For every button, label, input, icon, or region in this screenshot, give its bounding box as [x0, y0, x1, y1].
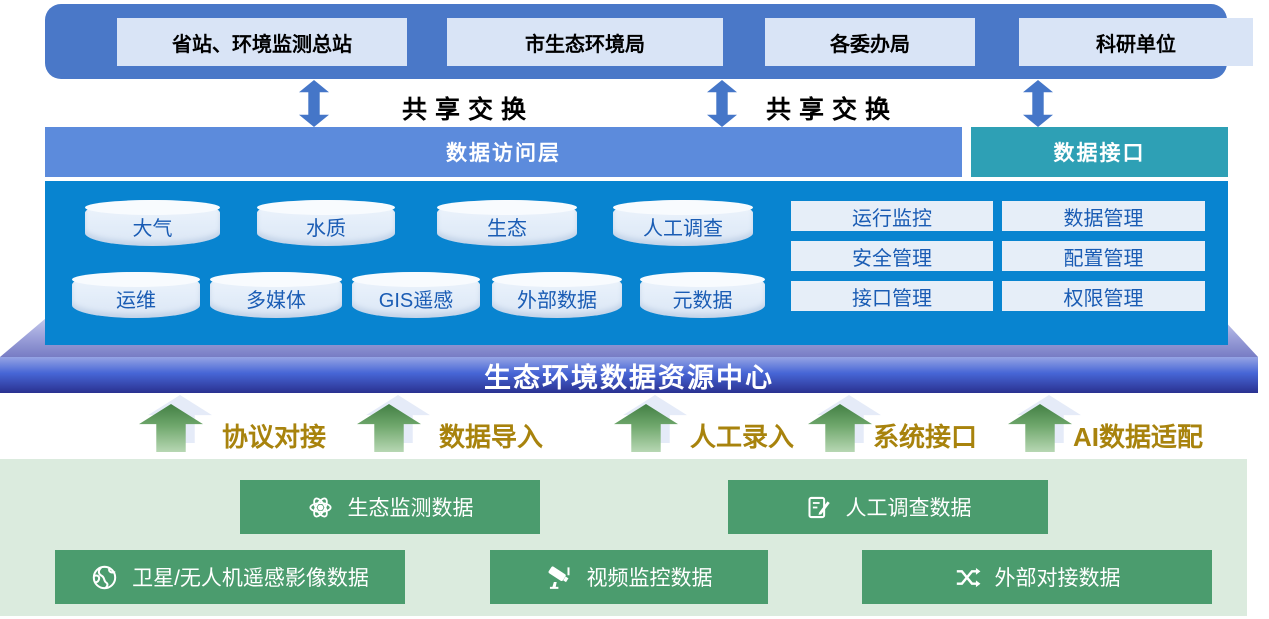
share-exchange-label: 共享交换 — [402, 96, 535, 124]
mgmt-box-interface: 接口管理 — [791, 281, 993, 311]
double-arrow-icon — [707, 80, 737, 127]
shuffle-icon — [956, 567, 980, 587]
database-label: 大气 — [132, 217, 173, 240]
mgmt-label: 权限管理 — [1063, 287, 1144, 310]
database-cylinder-gis: GIS遥感 — [352, 272, 480, 318]
mgmt-box-permission: 权限管理 — [1002, 281, 1205, 311]
data-interface-label: 数据接口 — [1053, 142, 1146, 165]
database-cylinder-ecology: 生态 — [437, 200, 577, 246]
database-label: 生态 — [487, 217, 527, 240]
database-cylinder-air: 大气 — [85, 200, 220, 246]
up-arrow-icon — [1008, 395, 1081, 452]
org-box-research-units: 科研单位 — [1019, 18, 1253, 66]
data-access-layer-label: 数据访问层 — [446, 142, 561, 165]
external-orgs-bar: 省站、环境监测总站 市生态环境局 各委办局 科研单位 — [45, 4, 1253, 79]
database-cylinder-multimedia: 多媒体 — [210, 272, 342, 318]
database-label: 元数据 — [672, 289, 733, 312]
channel-label-ai-adapt: AI数据适配 — [1073, 422, 1204, 452]
up-arrow-icon — [139, 395, 212, 452]
database-label: 多媒体 — [246, 289, 306, 312]
database-cylinder-water: 水质 — [257, 200, 395, 246]
source-label: 卫星/无人机遥感影像数据 — [132, 567, 369, 590]
database-label: 运维 — [116, 289, 156, 312]
double-arrow-icon — [1023, 80, 1053, 127]
channel-label-protocol: 协议对接 — [222, 422, 327, 452]
atom-icon — [308, 497, 332, 517]
org-label: 市生态环境局 — [525, 33, 645, 56]
mgmt-label: 运行监控 — [852, 207, 932, 230]
database-cylinder-ops: 运维 — [72, 272, 200, 318]
up-arrow-icon — [357, 395, 430, 452]
mgmt-label: 接口管理 — [852, 287, 932, 310]
source-label: 视频监控数据 — [586, 567, 713, 590]
clipboard-edit-icon — [807, 496, 830, 518]
database-label: GIS遥感 — [378, 289, 454, 312]
up-arrow-icon — [614, 395, 687, 452]
database-cylinder-metadata: 元数据 — [640, 272, 765, 318]
globe-icon — [92, 565, 117, 589]
source-label: 人工调查数据 — [845, 497, 972, 520]
source-box-video-surveillance: 视频监控数据 — [490, 550, 768, 604]
source-box-manual-survey: 人工调查数据 — [728, 480, 1048, 534]
mgmt-box-config: 配置管理 — [1002, 241, 1205, 271]
org-box-city-bureau: 市生态环境局 — [447, 18, 723, 66]
database-label: 人工调查 — [643, 217, 723, 240]
source-box-external-integration: 外部对接数据 — [862, 550, 1212, 604]
database-cylinder-external: 外部数据 — [492, 272, 622, 318]
up-arrow-icon — [808, 395, 881, 452]
data-access-layer-bar: 数据访问层 — [45, 127, 962, 177]
channel-label-import: 数据导入 — [439, 422, 544, 452]
org-box-committees: 各委办局 — [765, 18, 975, 66]
database-label: 水质 — [306, 217, 346, 240]
org-box-province-station: 省站、环境监测总站 — [117, 18, 407, 66]
mgmt-box-data: 数据管理 — [1002, 201, 1205, 231]
data-interface-box: 数据接口 — [971, 127, 1228, 177]
org-label: 科研单位 — [1096, 33, 1176, 56]
org-label: 省站、环境监测总站 — [172, 33, 352, 56]
database-label: 外部数据 — [517, 289, 597, 312]
source-box-satellite-imagery: 卫星/无人机遥感影像数据 — [55, 550, 405, 604]
channel-label-system-api: 系统接口 — [873, 422, 978, 452]
double-arrow-icon — [299, 80, 329, 127]
channel-label-manual-entry: 人工录入 — [690, 422, 795, 452]
share-exchange-label: 共享交换 — [766, 96, 899, 124]
source-label: 生态监测数据 — [347, 497, 474, 520]
cctv-camera-icon — [548, 565, 570, 589]
org-label: 各委办局 — [830, 33, 910, 56]
database-cylinder-manual-survey: 人工调查 — [613, 200, 753, 246]
source-label: 外部对接数据 — [994, 567, 1121, 590]
mgmt-label: 数据管理 — [1063, 207, 1144, 230]
mgmt-box-run-monitor: 运行监控 — [791, 201, 993, 231]
mgmt-box-security: 安全管理 — [791, 241, 993, 271]
resource-center-label: 生态环境数据资源中心 — [484, 362, 774, 393]
mgmt-label: 安全管理 — [852, 247, 932, 270]
resource-center-bar: 生态环境数据资源中心 — [0, 357, 1258, 393]
source-box-eco-monitoring: 生态监测数据 — [240, 480, 540, 534]
mgmt-label: 配置管理 — [1063, 247, 1144, 270]
